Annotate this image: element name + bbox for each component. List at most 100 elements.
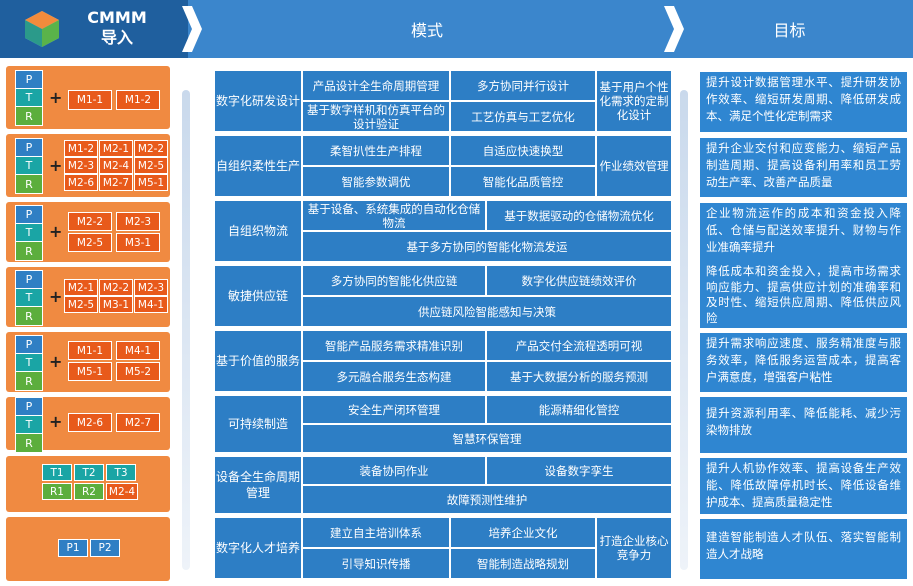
mode-cell: 智慧环保管理 — [302, 424, 672, 453]
module-box: M5-1 — [68, 362, 112, 381]
row-label-rd: 数字化研发设计 — [214, 70, 302, 132]
plus-icon: + — [49, 287, 63, 306]
header-mode: 模式 — [188, 0, 666, 58]
t-label: T — [16, 224, 42, 242]
mode-cell: 打造企业核心竞争力 — [596, 517, 672, 579]
plus-icon: + — [49, 156, 63, 175]
mode-cell: 基于数据驱动的仓储物流优化 — [486, 200, 672, 231]
row-label-logistics: 自组织物流 — [214, 200, 302, 262]
mode-cell: 基于多方协同的智能化物流发运 — [302, 231, 672, 262]
goal-text: 提升资源利用率、降低能耗、减少污染物排放 — [700, 397, 907, 453]
module-box: M2-3 — [116, 212, 160, 231]
r-label: R — [16, 242, 42, 260]
module-box: M1-2 — [116, 90, 160, 110]
t-label: T — [16, 354, 42, 372]
brand-line2: 导入 — [100, 28, 133, 47]
module-box: M2-1 — [64, 279, 98, 296]
chevron-right-icon — [182, 6, 202, 52]
module-box: M2-2 — [68, 212, 112, 231]
module-box: M2-4 — [106, 483, 138, 500]
resource-box: R1 — [42, 483, 72, 500]
goal-text: 提升人机协作效率、提高设备生产效能、降低故障停机时长、降低设备维护成本、提高质量… — [700, 458, 907, 514]
mode-cell: 供应链风险智能感知与决策 — [302, 296, 672, 327]
mode-cell: 基于数字样机和仿真平台的设计验证 — [302, 101, 450, 132]
goal-text: 企业物流运作的成本和资金投入降低、仓储与配送效率提升、财物与作业准确率提升 — [700, 203, 907, 262]
p-label: P — [16, 206, 42, 224]
module-box: M2-1 — [99, 140, 133, 157]
t-label: T — [16, 157, 42, 175]
people-box: P1 — [58, 539, 88, 557]
mode-cell: 多方协同并行设计 — [450, 70, 596, 101]
p-label: P — [16, 71, 42, 89]
mode-cell: 建立自主培训体系 — [302, 517, 450, 548]
r-label: R — [16, 307, 42, 325]
row-label-equipment: 设备全生命周期管理 — [214, 456, 302, 514]
mode-cell: 柔智扒性生产排程 — [302, 135, 450, 166]
mode-cell: 基于大数据分析的服务预测 — [486, 361, 672, 392]
module-box: M2-5 — [68, 233, 112, 252]
goal-text: 降低成本和资金投入，提高市场需求响应能力、提高供应计划的准确率和及时性、缩短供应… — [700, 262, 907, 328]
module-box: M5-1 — [134, 174, 168, 191]
tech-box: T1 — [42, 464, 72, 481]
tech-box: T2 — [74, 464, 104, 481]
row-label-talent: 数字化人才培养 — [214, 517, 302, 579]
header-goal: 目标 — [666, 0, 913, 58]
mode-cell: 智能化品质管控 — [450, 166, 596, 197]
t-label: T — [16, 416, 42, 434]
module-box: M3-1 — [99, 296, 133, 313]
plus-icon: + — [49, 412, 63, 431]
mode-cell: 数字化供应链绩效评价 — [486, 265, 672, 296]
header-mode-label: 模式 — [410, 21, 443, 40]
mode-cell: 基于用户个性化需求的定制化设计 — [596, 70, 672, 132]
header-import: CMMM 导入 — [0, 0, 188, 58]
module-box: M2-2 — [134, 140, 168, 157]
plus-icon: + — [49, 88, 63, 107]
mode-cell: 智能制造战略规划 — [450, 548, 596, 579]
module-box: M2-6 — [68, 413, 112, 432]
mode-cell: 安全生产闭环管理 — [302, 395, 486, 424]
module-box: M1-2 — [64, 140, 98, 157]
mode-cell: 智能产品服务需求精准识别 — [302, 330, 486, 361]
t-label: T — [16, 89, 42, 107]
left-group-7: T1 T2 T3 R1 R2 M2-4 — [6, 456, 170, 512]
connector-bar — [182, 90, 190, 570]
mode-cell: 产品设计全生命周期管理 — [302, 70, 450, 101]
mode-cell: 培养企业文化 — [450, 517, 596, 548]
mode-cell: 智能参数调优 — [302, 166, 450, 197]
module-box: M3-1 — [116, 233, 160, 252]
p-label: P — [16, 398, 42, 416]
t-label: T — [16, 289, 42, 307]
left-group-8: P1 P2 — [6, 517, 170, 581]
module-box: M1-1 — [68, 341, 112, 360]
people-box: P2 — [90, 539, 120, 557]
module-box: M4-1 — [116, 341, 160, 360]
mode-cell: 基于设备、系统集成的自动化仓储物流 — [302, 200, 486, 231]
brand-title: CMMM 导入 — [82, 8, 152, 48]
module-box: M4-1 — [134, 296, 168, 313]
module-box: M2-5 — [64, 296, 98, 313]
brand-line1: CMMM — [87, 8, 147, 27]
connector-bar — [680, 90, 688, 570]
mode-cell: 自适应快速换型 — [450, 135, 596, 166]
module-box: M2-7 — [99, 174, 133, 191]
mode-cell: 装备协同作业 — [302, 456, 486, 485]
mode-cell: 多元融合服务生态构建 — [302, 361, 486, 392]
cube-logo-icon — [25, 11, 59, 47]
resource-box: R2 — [74, 483, 104, 500]
goal-text: 提升需求响应速度、服务精准度与服务效率，降低服务运营成本，提高客户满意度，增强客… — [700, 333, 907, 392]
row-label-production: 自组织柔性生产 — [214, 135, 302, 197]
row-label-supply-chain: 敏捷供应链 — [214, 265, 302, 327]
plus-icon: + — [49, 352, 63, 371]
tech-box: T3 — [106, 464, 136, 481]
r-label: R — [16, 434, 42, 452]
